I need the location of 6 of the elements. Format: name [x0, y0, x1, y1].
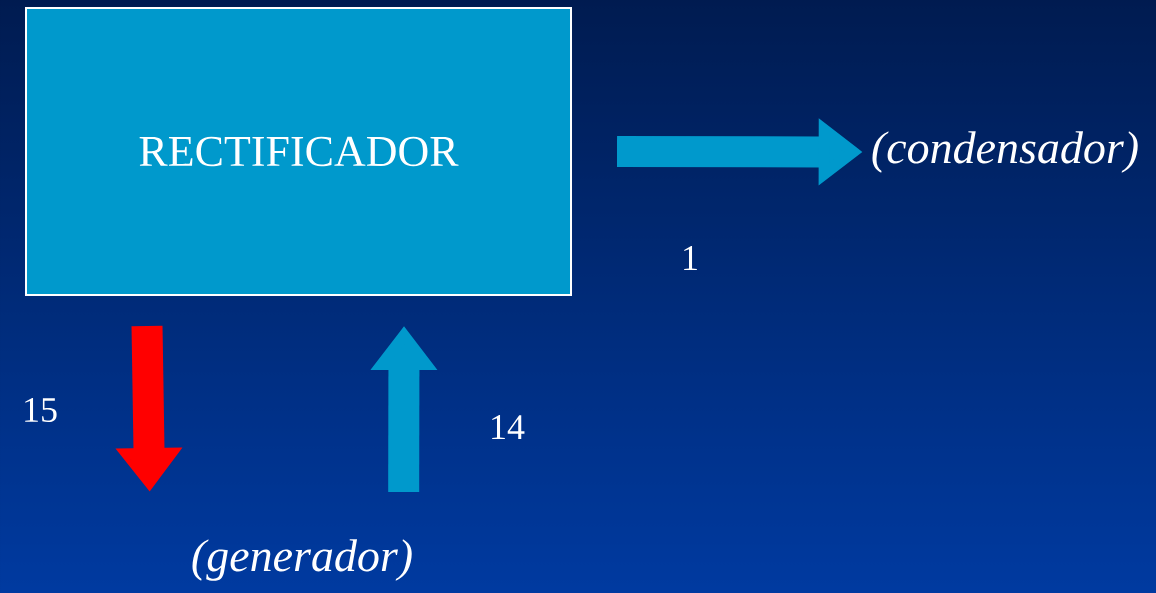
edge-label: 14 — [492, 415, 525, 439]
node-label: (generador) — [192, 539, 412, 581]
edge-label: 15 — [25, 397, 57, 423]
edge-label: 1 — [684, 246, 697, 270]
node-label: (condensador) — [872, 131, 1138, 173]
process-box: RECTIFICADOR — [25, 7, 572, 296]
